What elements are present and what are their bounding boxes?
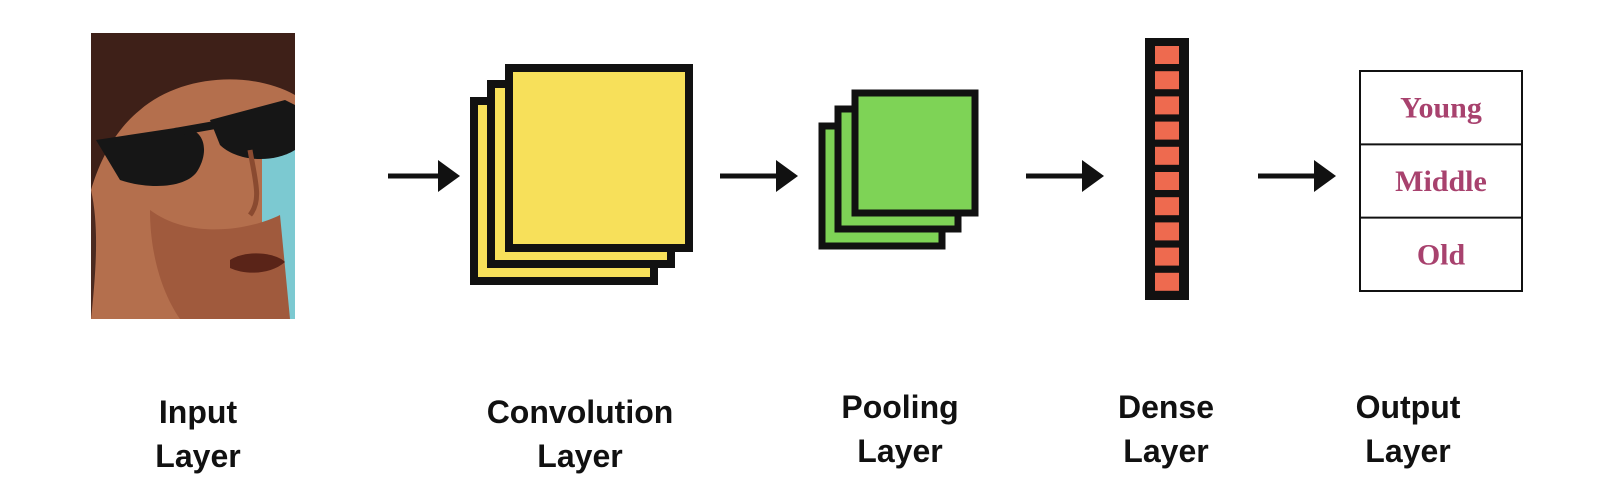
hair (91, 33, 295, 190)
dense-layer-vector (1145, 38, 1189, 300)
convolution-feature-maps (470, 64, 693, 285)
dense-unit (1155, 121, 1179, 140)
dense-layer-label: Dense Layer (1046, 385, 1286, 473)
mouth (230, 253, 285, 273)
dense-unit (1155, 222, 1179, 241)
conv-feature-map-3 (505, 64, 693, 252)
dense-unit (1155, 172, 1179, 190)
output-class-young: Young (1400, 92, 1482, 125)
input-face-image (91, 33, 295, 319)
dense-unit (1155, 96, 1179, 115)
convolution-layer-label: Convolution Layer (460, 390, 700, 478)
dense-label-line2: Layer (1123, 433, 1209, 469)
sunglasses-right (210, 100, 295, 160)
input-label-line2: Layer (155, 438, 241, 474)
pooling-label-line1: Pooling (841, 389, 959, 425)
convolution-label-line2: Layer (537, 438, 623, 474)
pooling-layer-label: Pooling Layer (780, 385, 1020, 473)
input-layer-label: Input Layer (78, 390, 318, 478)
dense-unit (1155, 247, 1179, 266)
arrow-pool-to-dense (1026, 160, 1104, 192)
dense-label-line1: Dense (1117, 389, 1215, 425)
arrow-input-to-conv (388, 160, 460, 192)
output-label-line1: Output (1355, 389, 1461, 425)
dense-unit (1155, 197, 1179, 216)
input-label-line1: Input (158, 394, 238, 430)
output-layer-label: Output Layer (1288, 385, 1528, 473)
dense-unit (1155, 146, 1179, 165)
pool-feature-map-3 (851, 89, 979, 217)
dense-unit (1155, 46, 1179, 64)
sunglasses-left (96, 127, 205, 186)
arrow-dense-to-output (1258, 160, 1336, 192)
pooling-feature-maps (818, 89, 979, 250)
pooling-label-line2: Layer (857, 433, 943, 469)
convolution-label-line1: Convolution (486, 394, 674, 430)
dense-unit (1155, 71, 1179, 90)
output-table-frame (1359, 70, 1523, 292)
output-label-line2: Layer (1365, 433, 1451, 469)
output-class-old: Old (1417, 238, 1466, 271)
output-class-middle: Middle (1395, 165, 1487, 198)
arrow-conv-to-pool (720, 160, 798, 192)
dense-unit (1155, 272, 1179, 291)
